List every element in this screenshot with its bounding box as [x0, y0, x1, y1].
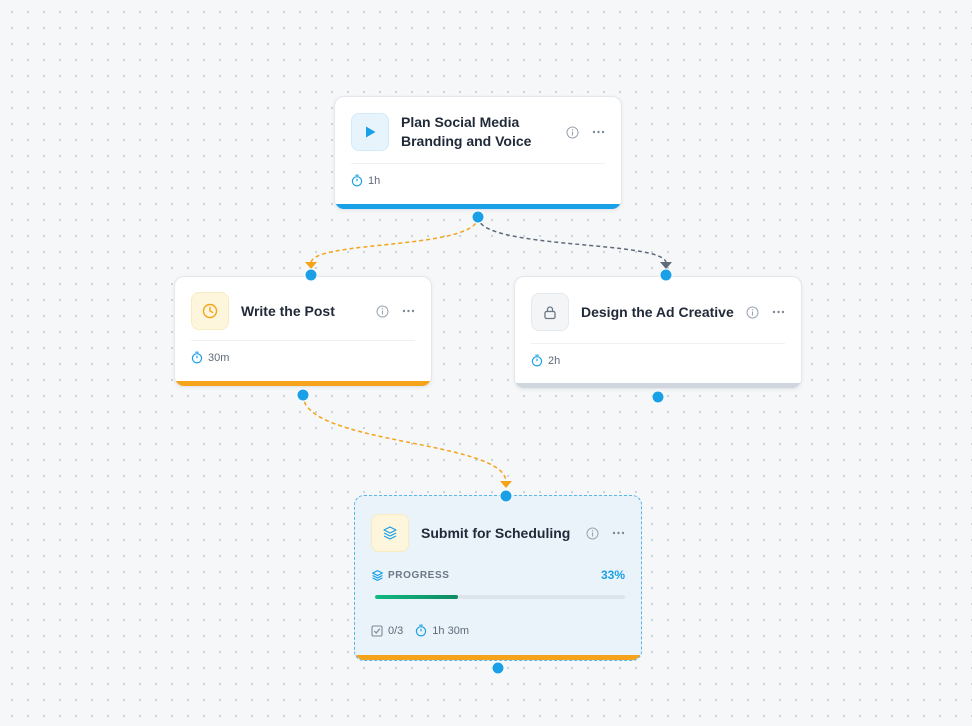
play-icon	[351, 113, 389, 151]
divider	[531, 343, 785, 344]
task-title: Write the Post	[241, 302, 335, 319]
info-icon[interactable]	[585, 526, 599, 540]
output-handle-plan[interactable]	[471, 210, 485, 224]
task-title: Plan Social Media Branding and Voice	[401, 114, 532, 149]
timer-icon	[191, 351, 203, 364]
edge-plan-to-write[interactable]	[310, 216, 479, 264]
layers-icon	[371, 514, 409, 552]
progress-label: PROGRESS	[388, 569, 450, 581]
input-handle-submit[interactable]	[499, 489, 513, 503]
status-bar	[515, 383, 801, 388]
timer-icon	[416, 624, 427, 637]
info-icon[interactable]	[375, 304, 389, 318]
status-bar	[175, 381, 431, 386]
duration-text: 1h	[368, 174, 381, 187]
duration-text: 30m	[208, 351, 230, 364]
info-icon[interactable]	[745, 305, 759, 319]
task-title: Submit for Scheduling	[421, 524, 571, 541]
edge-write-to-submit[interactable]	[302, 394, 507, 483]
edge-arrow-write	[305, 262, 317, 269]
divider	[351, 163, 605, 164]
input-handle-write[interactable]	[304, 268, 318, 282]
task-title: Design the Ad Creative	[581, 303, 734, 320]
progress-track	[375, 595, 625, 599]
edge-plan-to-design[interactable]	[477, 216, 667, 264]
status-bar	[335, 204, 621, 209]
output-handle-design[interactable]	[651, 390, 665, 404]
checkbox-icon	[371, 624, 383, 637]
output-handle-write[interactable]	[296, 388, 310, 402]
more-options-icon[interactable]	[771, 305, 785, 319]
edge-arrow-submit	[500, 481, 512, 488]
input-handle-design[interactable]	[659, 268, 673, 282]
task-node-write[interactable]: Write the Post 30m	[174, 276, 432, 387]
more-options-icon[interactable]	[591, 125, 605, 139]
progress-fill	[375, 595, 458, 599]
edge-arrow-design	[660, 262, 672, 269]
more-options-icon[interactable]	[611, 526, 625, 540]
duration-text: 1h 30m	[432, 624, 469, 637]
task-node-plan[interactable]: Plan Social Media Branding and Voice 1h	[334, 96, 622, 210]
more-options-icon[interactable]	[401, 304, 415, 318]
task-node-submit[interactable]: Submit for Scheduling PROGRESS 33% 0/3	[354, 495, 642, 661]
clock-icon	[191, 292, 229, 330]
info-icon[interactable]	[565, 125, 579, 139]
status-bar	[355, 655, 641, 660]
lock-icon	[531, 293, 569, 331]
timer-icon	[531, 354, 543, 367]
progress-percent: 33%	[600, 568, 625, 582]
layers-icon	[372, 569, 383, 581]
divider	[191, 340, 415, 341]
task-node-design[interactable]: Design the Ad Creative 2h	[514, 276, 802, 389]
timer-icon	[351, 174, 363, 187]
output-handle-submit[interactable]	[491, 661, 505, 675]
duration-text: 2h	[548, 354, 561, 367]
subtask-count: 0/3	[388, 624, 404, 637]
